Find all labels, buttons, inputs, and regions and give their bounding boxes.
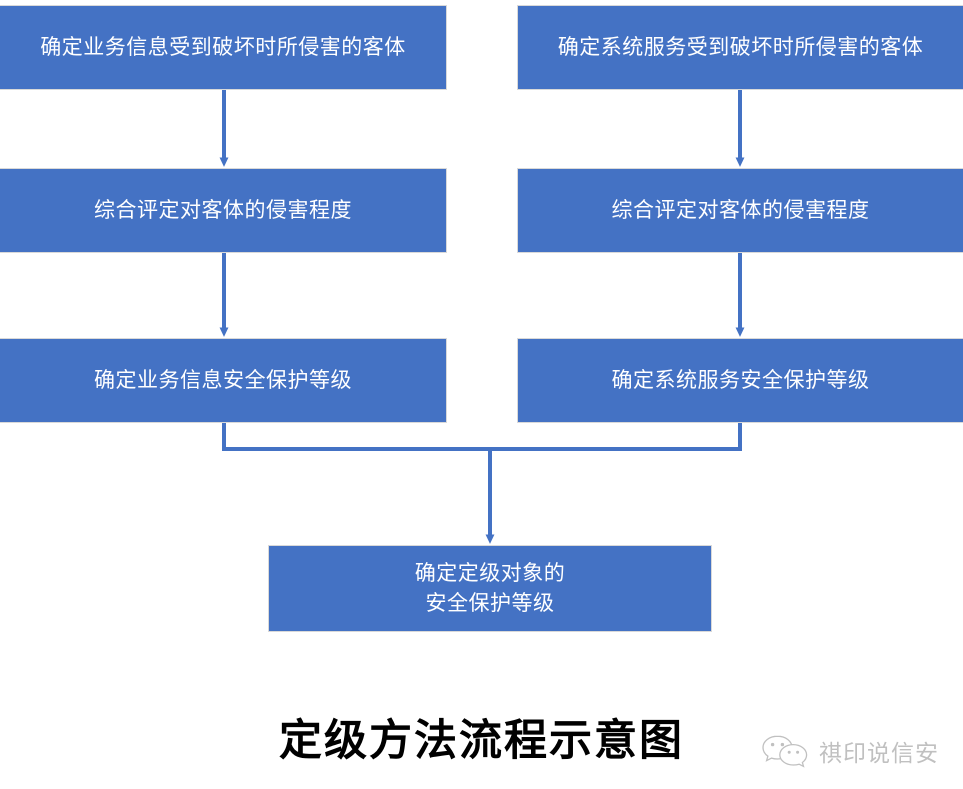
node-determine-business-info-security-level[interactable]: 确定业务信息安全保护等级 — [0, 338, 447, 423]
edge-merge-to-final — [222, 423, 742, 544]
node-determine-final-security-level[interactable]: 确定定级对象的 安全保护等级 — [268, 545, 712, 632]
watermark-label: 祺印说信安 — [819, 740, 939, 766]
node-determine-business-info-damage-object[interactable]: 确定业务信息受到破坏时所侵害的客体 — [0, 5, 447, 90]
node-determine-system-service-security-level[interactable]: 确定系统服务安全保护等级 — [517, 338, 963, 423]
node-assess-damage-degree-service[interactable]: 综合评定对客体的侵害程度 — [517, 168, 963, 253]
wechat-icon — [760, 733, 810, 769]
diagram-caption: 定级方法流程示意图 — [279, 717, 684, 765]
node-determine-system-service-damage-object[interactable]: 确定系统服务受到破坏时所侵害的客体 — [517, 5, 963, 90]
node-assess-damage-degree-business[interactable]: 综合评定对客体的侵害程度 — [0, 168, 447, 253]
watermark: 祺印说信安 — [760, 733, 939, 769]
